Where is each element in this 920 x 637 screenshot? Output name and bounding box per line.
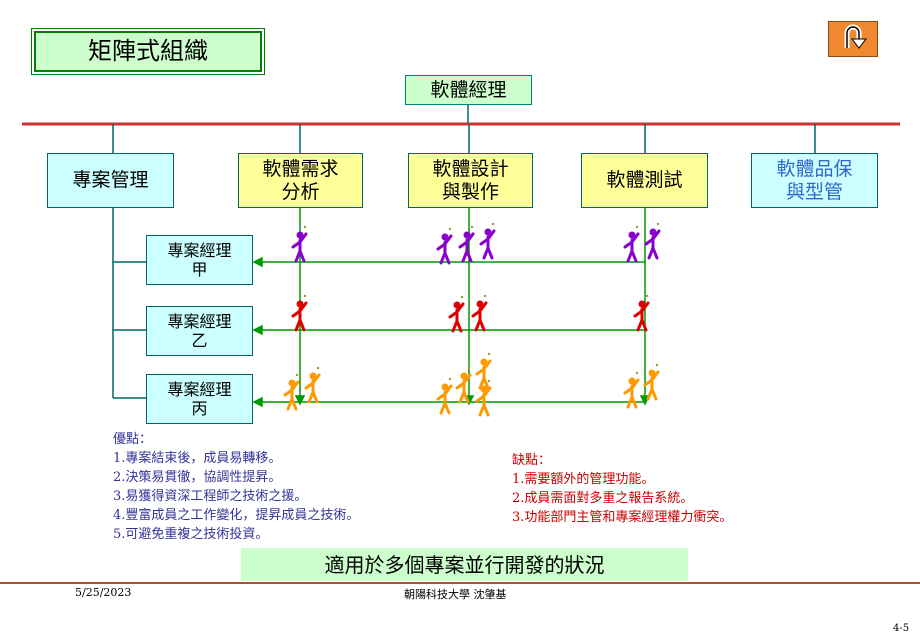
person-figure-icon (436, 227, 453, 265)
dept-design-implementation: 軟體設計 與製作 (408, 153, 533, 208)
person-figure-icon (436, 377, 453, 415)
project-manager-c: 專案經理 丙 (146, 374, 253, 424)
dept-qa-config: 軟體品保 與型管 (751, 153, 878, 208)
project-manager-a: 專案經理 甲 (146, 235, 253, 285)
disadvantages-list: 缺點： 1.需要額外的管理功能。 2.成員需面對多重之報告系統。 3.功能部門主… (512, 451, 732, 527)
person-figure-icon (283, 373, 300, 411)
person-figure-icon (643, 363, 660, 401)
footer-divider (0, 582, 920, 584)
project-manager-b: 專案經理 乙 (146, 306, 253, 356)
advantage-item: 3.易獲得資深工程師之技術之援。 (113, 489, 308, 504)
pm-label-line2: 乙 (191, 331, 208, 350)
dept-testing: 軟體測試 (581, 153, 708, 208)
person-figure-icon (475, 379, 492, 417)
software-manager-box: 軟體經理 (405, 75, 532, 105)
dept-project-management: 專案管理 (47, 153, 174, 208)
person-figure-icon (479, 222, 496, 260)
dept-label: 專案管理 (72, 169, 149, 192)
footer-date: 5/25/2023 (75, 586, 132, 599)
advantage-item: 4.豐富成員之工作變化，提昇成員之技術。 (113, 508, 360, 523)
advantage-item: 5.可避免重複之技術投資。 (113, 527, 269, 542)
person-figure-icon (633, 294, 650, 332)
dept-label-line2: 分析 (281, 180, 320, 203)
dept-label-line1: 軟體需求 (262, 157, 339, 180)
person-figure-icon (623, 371, 640, 409)
dept-requirements-analysis: 軟體需求 分析 (238, 153, 363, 208)
disadvantage-item: 3.功能部門主管和專案經理權力衝突。 (512, 510, 733, 525)
pm-label-line2: 丙 (191, 399, 208, 418)
advantages-list: 優點： 1.專案結束後，成員易轉移。 2.決策易貫徹，協調性提昇。 3.易獲得資… (113, 430, 359, 544)
person-figure-icon (475, 352, 492, 390)
person-figure-icon (291, 225, 308, 263)
dept-label-line2: 與型管 (785, 180, 843, 203)
person-figure-icon (471, 294, 488, 332)
advantages-heading: 優點： (113, 432, 153, 447)
advantage-item: 2.決策易貫徹，協調性提昇。 (113, 470, 282, 485)
footer-author: 朝陽科技大學 沈肇基 (404, 588, 507, 601)
disadvantage-item: 1.需要額外的管理功能。 (512, 472, 655, 487)
person-figure-icon (644, 222, 661, 260)
pm-label-line1: 專案經理 (167, 311, 232, 331)
dept-label-line2: 與製作 (441, 180, 499, 203)
person-figure-icon (458, 225, 475, 263)
person-figure-icon (448, 295, 465, 333)
return-button[interactable] (828, 21, 878, 57)
dept-label: 軟體測試 (606, 169, 683, 192)
person-figure-icon (623, 225, 640, 263)
dept-label-line1: 軟體品保 (776, 157, 853, 180)
advantage-item: 1.專案結束後，成員易轉移。 (113, 451, 282, 466)
pm-label-line2: 甲 (191, 260, 208, 279)
pm-label-line1: 專案經理 (167, 240, 232, 260)
person-figure-icon (455, 366, 472, 404)
person-figure-icon (291, 294, 308, 332)
dept-label-line1: 軟體設計 (432, 157, 509, 180)
page-number: 4-5 (893, 623, 910, 634)
disadvantage-item: 2.成員需面對多重之報告系統。 (512, 491, 694, 506)
u-turn-arrow-icon (838, 23, 868, 55)
page-title: 矩陣式組織 (31, 28, 265, 75)
disadvantages-heading: 缺點： (512, 453, 552, 468)
pm-label-line1: 專案經理 (167, 379, 232, 399)
person-figure-icon (304, 366, 321, 404)
summary-banner: 適用於多個專案並行開發的狀況 (241, 548, 688, 581)
